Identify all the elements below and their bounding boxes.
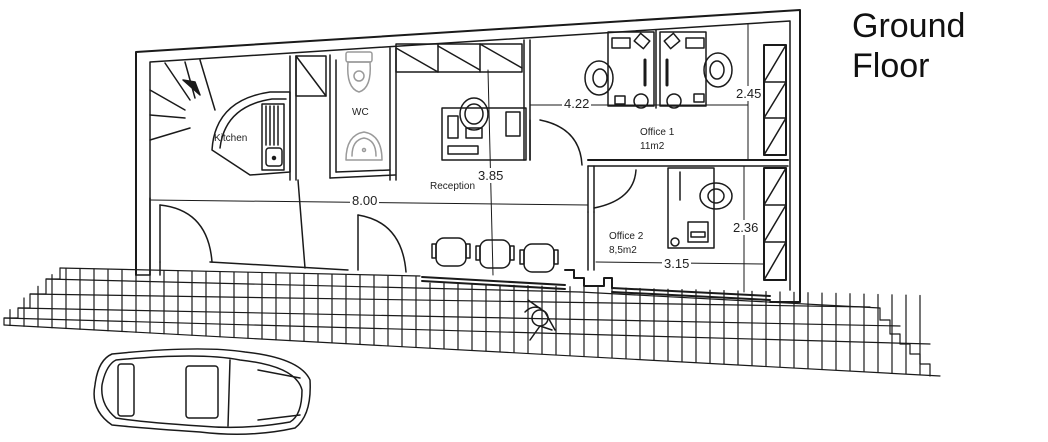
- dimension-total-width: 8.00: [350, 193, 380, 208]
- interior-walls: [150, 40, 788, 275]
- room-label-kitchen: Kitchen: [214, 133, 248, 144]
- office-chair-icon: [585, 53, 732, 95]
- room-area-office2: 8,5m2: [609, 245, 637, 256]
- toilet-icon: [346, 52, 372, 92]
- office1-desks: [608, 30, 706, 108]
- storage-cabinets: [296, 44, 786, 280]
- staircase-icon: [150, 60, 215, 140]
- kitchen-counter-icon: [212, 92, 290, 175]
- office-chair-icon: [700, 183, 732, 209]
- room-label-office1: Office 1: [640, 127, 675, 138]
- room-label-wc: WC: [352, 107, 369, 118]
- sink-icon: [266, 148, 282, 166]
- dimension-office2-depth: 2.36: [731, 220, 761, 235]
- room-label-office2: Office 2: [609, 231, 644, 242]
- car-icon: [94, 349, 310, 434]
- dimension-office1-depth: 2.45: [734, 86, 764, 101]
- paving-grid-verticals: [10, 268, 920, 374]
- office2-desk: [668, 168, 714, 248]
- window-icon: [422, 270, 770, 300]
- dimension-office1-width: 4.22: [562, 96, 592, 111]
- dimension-lines: [150, 24, 764, 292]
- door-swing-icon: [160, 120, 636, 272]
- person-icon: [525, 300, 555, 340]
- room-label-reception: Reception: [430, 181, 476, 192]
- page-title: Ground Floor: [852, 6, 965, 86]
- waiting-chair-icon: [432, 238, 558, 272]
- dimension-reception-depth: 3.85: [476, 168, 506, 183]
- paving-grid: [4, 268, 940, 376]
- title-line-1: Ground: [852, 7, 966, 45]
- office-chair-icon: [460, 98, 488, 138]
- washbasin-icon: [346, 132, 382, 160]
- reception-desk-icon: [442, 108, 526, 160]
- title-line-2: Floor: [852, 47, 930, 85]
- room-area-office1: 11m2: [640, 141, 665, 152]
- outer-walls: [136, 10, 800, 302]
- dimension-office2-width: 3.15: [662, 256, 692, 271]
